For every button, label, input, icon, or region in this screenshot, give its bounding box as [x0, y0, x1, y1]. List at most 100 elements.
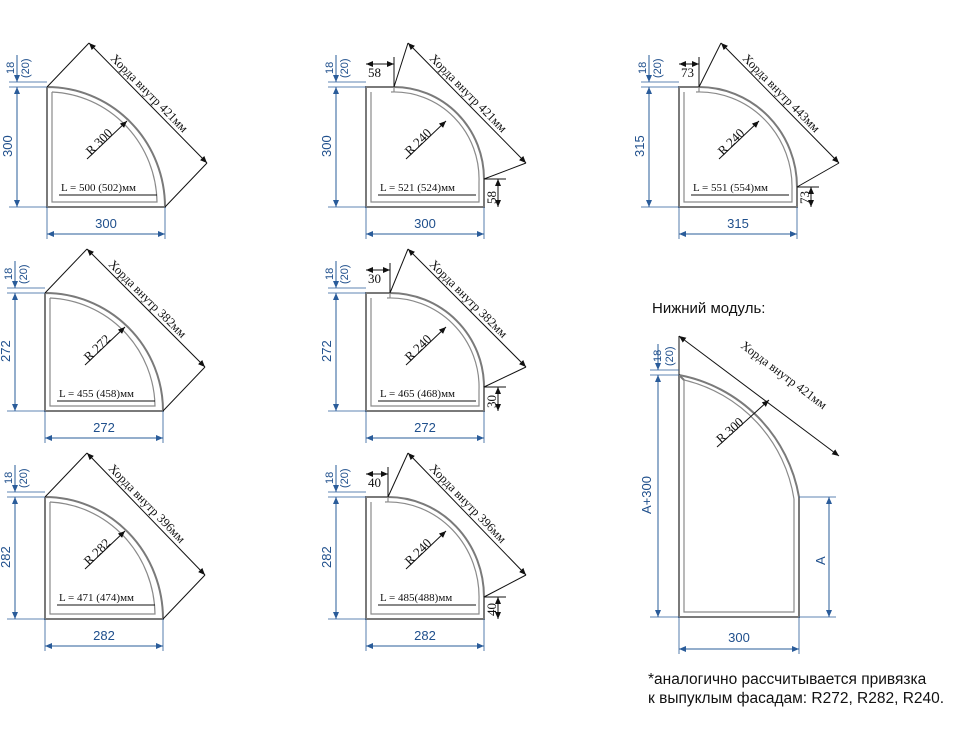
chord-label: Хорда внутр 421мм: [108, 51, 191, 135]
chord-dimension-line: [86, 248, 206, 368]
lower-module-radius: R 300: [713, 414, 746, 446]
lower-module-width: 300: [728, 630, 750, 645]
radius-arrow: [84, 530, 126, 570]
corner-top-label: 58: [368, 65, 381, 80]
note-line-1: *аналогично рассчитывается привязка: [648, 671, 927, 688]
width-label: 272: [414, 420, 436, 435]
chord-extension-right: [796, 162, 840, 188]
chord-label: Хорда внутр 421мм: [427, 51, 510, 135]
top-thickness-b: (20): [18, 264, 30, 284]
top-thickness-a: 18: [324, 62, 336, 74]
chord-dimension-line: [88, 42, 208, 164]
top-thickness-b: (20): [18, 468, 30, 488]
radius-label: R 240: [402, 535, 435, 568]
chord-extension-left: [698, 42, 722, 88]
chord-label: Хорда внутр 396мм: [106, 461, 188, 546]
top-thickness-a: 18: [3, 472, 15, 484]
lower-module-top-b: (20): [664, 346, 676, 366]
corner-right-label: 58: [484, 191, 499, 204]
chord-dimension-line: [720, 42, 840, 164]
radius-label: R 240: [402, 125, 435, 158]
top-thickness-b: (20): [652, 58, 664, 78]
top-thickness-b: (20): [339, 58, 351, 78]
top-thickness-a: 18: [324, 472, 336, 484]
corner-right-label: 73: [797, 191, 812, 204]
height-label: 300: [0, 135, 15, 157]
chord-extension-left: [46, 42, 90, 88]
top-thickness-a: 18: [637, 62, 649, 74]
height-label: 282: [0, 546, 13, 568]
note-line-2: к выпуклым фасадам: R272, R282, R240.: [648, 690, 944, 707]
top-thickness-b: (20): [20, 58, 32, 78]
height-label: 272: [0, 340, 13, 362]
width-label: 300: [414, 216, 436, 231]
length-label: L = 521 (524)мм: [380, 182, 455, 194]
corner-top-label: 40: [368, 475, 381, 490]
top-thickness-b: (20): [339, 264, 351, 284]
height-label: 300: [319, 135, 334, 157]
width-label: 315: [727, 216, 749, 231]
length-label: L = 455 (458)мм: [59, 388, 134, 400]
top-thickness-a: 18: [5, 62, 17, 74]
height-label: 282: [319, 546, 334, 568]
radius-arrow: [405, 530, 447, 570]
chord-extension-right: [162, 366, 206, 412]
width-label: 300: [95, 216, 117, 231]
chord-dimension-line: [86, 452, 206, 576]
radius-label: R 272: [81, 331, 114, 364]
radius-label: R 240: [715, 125, 748, 158]
length-label: L = 551 (554)мм: [693, 182, 768, 194]
radius-label: R 300: [83, 125, 116, 158]
corner-top-label: 73: [681, 65, 694, 80]
lower-module-height: A+300: [639, 476, 654, 514]
corner-right-label: 30: [484, 395, 499, 408]
top-thickness-b: (20): [339, 468, 351, 488]
chord-extension-left: [387, 452, 409, 498]
lower-module: Нижний модуль: Хорда внутр 421мм R 300 A…: [639, 300, 840, 654]
radius-label: R 240: [402, 331, 435, 364]
chord-dimension-line: [407, 42, 527, 164]
chord-label: Хорда внутр 396мм: [427, 461, 509, 546]
radius-arrow: [84, 326, 126, 366]
lower-module-heading: Нижний модуль:: [652, 300, 765, 317]
lower-module-side: A: [813, 556, 828, 565]
width-label: 282: [93, 628, 115, 643]
length-label: L = 471 (474)мм: [59, 592, 134, 604]
top-thickness-a: 18: [324, 268, 336, 280]
height-label: 272: [319, 340, 334, 362]
chord-extension-left: [389, 248, 409, 294]
corner-right-label: 40: [484, 603, 499, 616]
chord-label: Хорда внутр 443мм: [740, 51, 823, 135]
radius-arrow: [405, 120, 447, 160]
chord-extension-right: [162, 574, 206, 620]
chord-extension-left: [44, 248, 88, 294]
length-label: L = 485(488)мм: [380, 592, 452, 604]
chord-extension-right: [164, 162, 208, 208]
chord-extension-left: [44, 452, 88, 498]
radius-label: R 282: [81, 535, 114, 568]
chord-dimension-line: [407, 452, 527, 576]
chord-extension-right: [483, 574, 527, 598]
corner-top-label: 30: [368, 271, 381, 286]
radius-arrow: [86, 120, 128, 160]
radius-arrow: [405, 326, 447, 366]
chord-extension-right: [483, 366, 527, 388]
length-label: L = 465 (468)мм: [380, 388, 455, 400]
lower-module-top-a: 18: [652, 350, 664, 362]
width-label: 272: [93, 420, 115, 435]
top-thickness-a: 18: [3, 268, 15, 280]
chord-dimension-line: [407, 248, 527, 368]
chord-label: Хорда внутр 382мм: [427, 257, 511, 341]
length-label: L = 500 (502)мм: [61, 182, 136, 194]
chord-extension-left: [393, 42, 409, 88]
lower-module-chord: Хорда внутр 421мм: [738, 338, 830, 412]
height-label: 315: [632, 135, 647, 157]
